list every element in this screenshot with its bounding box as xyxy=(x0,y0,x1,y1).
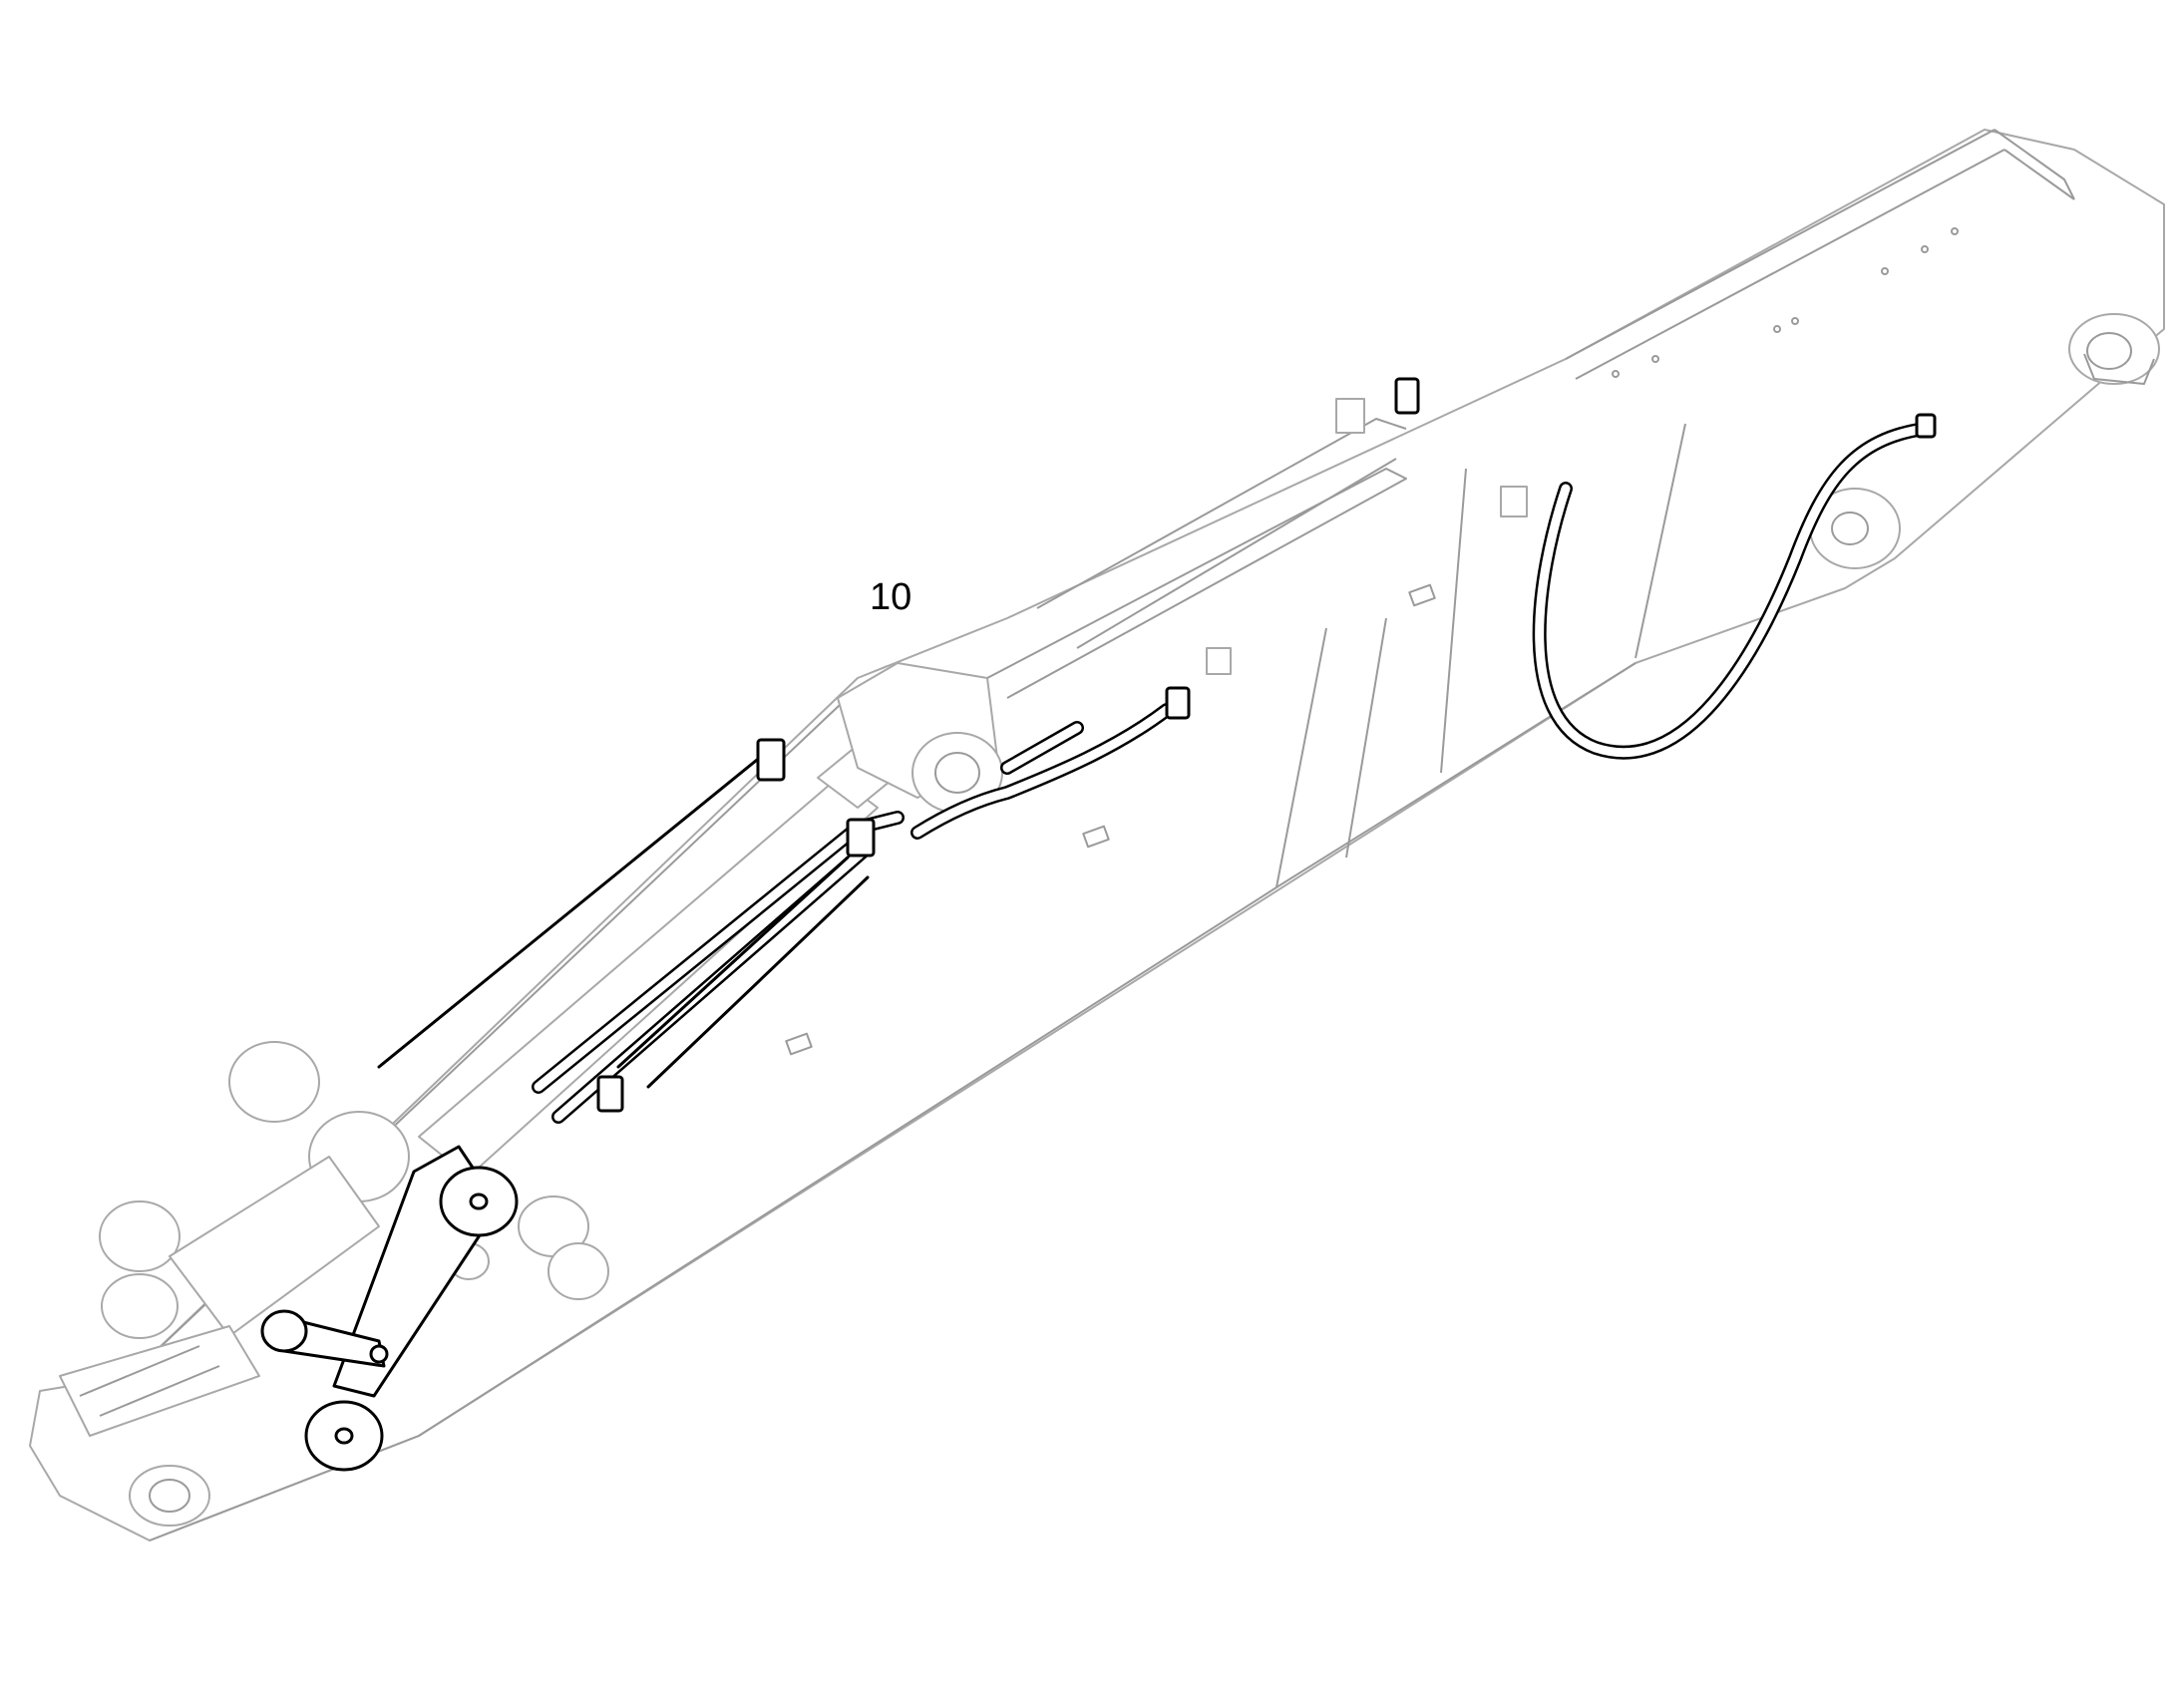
boom-cylinder xyxy=(418,398,1528,1178)
boom-arm-outline xyxy=(29,129,2165,1541)
bucket-linkage xyxy=(260,1145,519,1472)
lower-linkage-ghost xyxy=(59,1041,609,1437)
return-hose-loop xyxy=(1532,413,1937,760)
hydraulic-hose-pair xyxy=(377,703,1174,1124)
hose-fittings xyxy=(596,377,1420,1113)
part-callout-label: 10 xyxy=(870,576,912,618)
